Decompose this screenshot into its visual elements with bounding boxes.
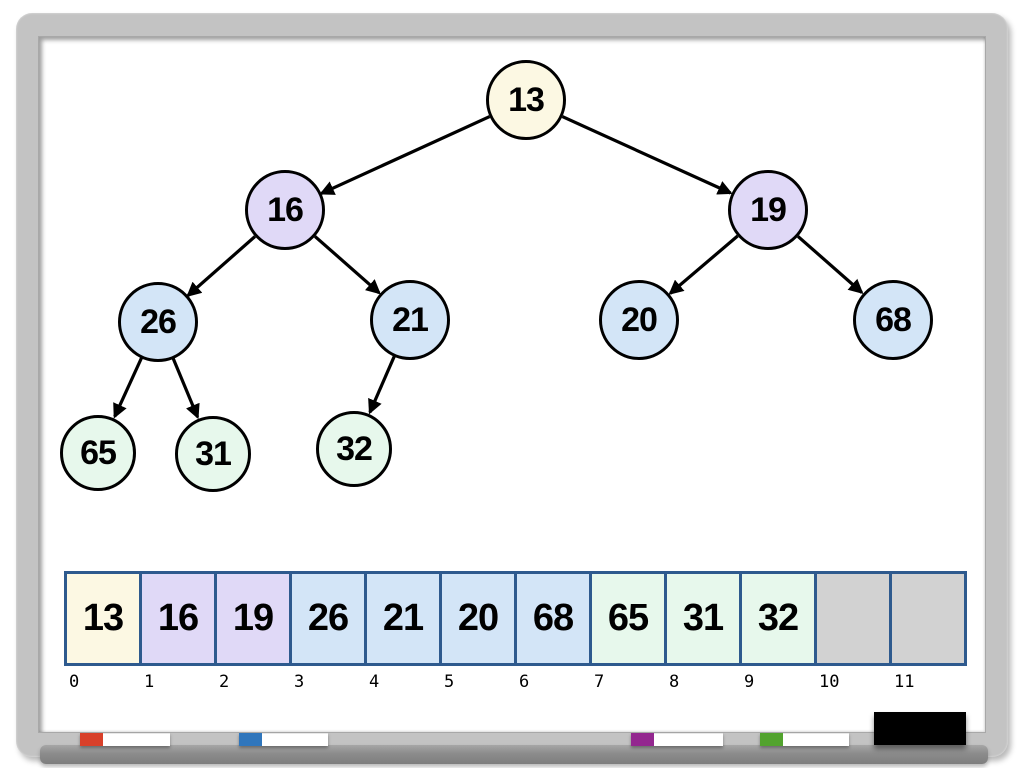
array-cell-value: 65: [607, 597, 649, 639]
marker-green: [760, 733, 849, 746]
node-value: 19: [750, 190, 787, 229]
marker-red: [80, 733, 170, 746]
tree-node-26: 26: [118, 282, 198, 362]
array-cell-2: 19 2: [217, 574, 292, 692]
tree-node-65: 65: [60, 415, 136, 491]
node-value: 16: [267, 190, 304, 229]
node-value: 13: [508, 80, 545, 119]
array-index-label: 3: [294, 672, 305, 692]
array-cell-4: 21 4: [367, 574, 442, 692]
array-index-label: 10: [819, 672, 840, 692]
array-cell-value: 68: [532, 597, 574, 639]
tree-node-20: 20: [599, 280, 679, 360]
tree-node-68: 68: [853, 280, 933, 360]
array-cell-value: 19: [232, 597, 274, 639]
node-value: 32: [336, 429, 373, 468]
tree-node-19: 19: [728, 170, 808, 250]
marker-cap: [631, 733, 654, 746]
array-cell-3: 26 3: [292, 574, 367, 692]
array-cell-10: 10: [817, 574, 892, 692]
array-cell-6: 68 6: [517, 574, 592, 692]
array-cell-value: 16: [157, 597, 199, 639]
marker-purple: [631, 733, 723, 746]
tree-node-31: 31: [175, 416, 251, 492]
array-cell-1: 16 1: [142, 574, 217, 692]
array-cell-11: 11: [892, 574, 964, 692]
array-index-label: 7: [594, 672, 605, 692]
array-index-label: 6: [519, 672, 530, 692]
tree-node-32: 32: [316, 411, 392, 487]
tree-node-21: 21: [370, 280, 450, 360]
array-cell-8: 31 8: [667, 574, 742, 692]
array-cell-5: 20 5: [442, 574, 517, 692]
tree-node-16: 16: [245, 170, 325, 250]
marker-body: [103, 733, 170, 746]
array-index-label: 0: [69, 672, 80, 692]
array-cell-value: 21: [382, 597, 424, 639]
array-index-label: 1: [144, 672, 155, 692]
marker-cap: [239, 733, 262, 746]
array-cell-value: 13: [82, 597, 124, 639]
marker-cap: [80, 733, 103, 746]
marker-cap: [760, 733, 783, 746]
array-cell-value: 26: [307, 597, 349, 639]
array-cell-value: 31: [682, 597, 724, 639]
node-value: 20: [621, 300, 658, 339]
marker-body: [654, 733, 723, 746]
marker-body: [783, 733, 849, 746]
array-index-label: 4: [369, 672, 380, 692]
marker-blue: [239, 733, 328, 746]
node-value: 26: [140, 302, 177, 341]
eraser: [874, 712, 966, 745]
array-index-label: 8: [669, 672, 680, 692]
node-value: 21: [392, 300, 429, 339]
marker-tray: [40, 745, 988, 764]
marker-body: [262, 733, 328, 746]
node-value: 68: [875, 300, 912, 339]
array-cell-value: 20: [457, 597, 499, 639]
array-cell-0: 13 0: [67, 574, 142, 692]
array-index-label: 11: [894, 672, 915, 692]
node-value: 31: [195, 434, 232, 473]
array-cell-7: 65 7: [592, 574, 667, 692]
array-index-label: 2: [219, 672, 230, 692]
node-value: 65: [80, 433, 117, 472]
array-cell-9: 32 9: [742, 574, 817, 692]
tree-node-13: 13: [486, 60, 566, 140]
array-index-label: 9: [744, 672, 755, 692]
array-index-label: 5: [444, 672, 455, 692]
array-cell-value: 32: [757, 597, 799, 639]
